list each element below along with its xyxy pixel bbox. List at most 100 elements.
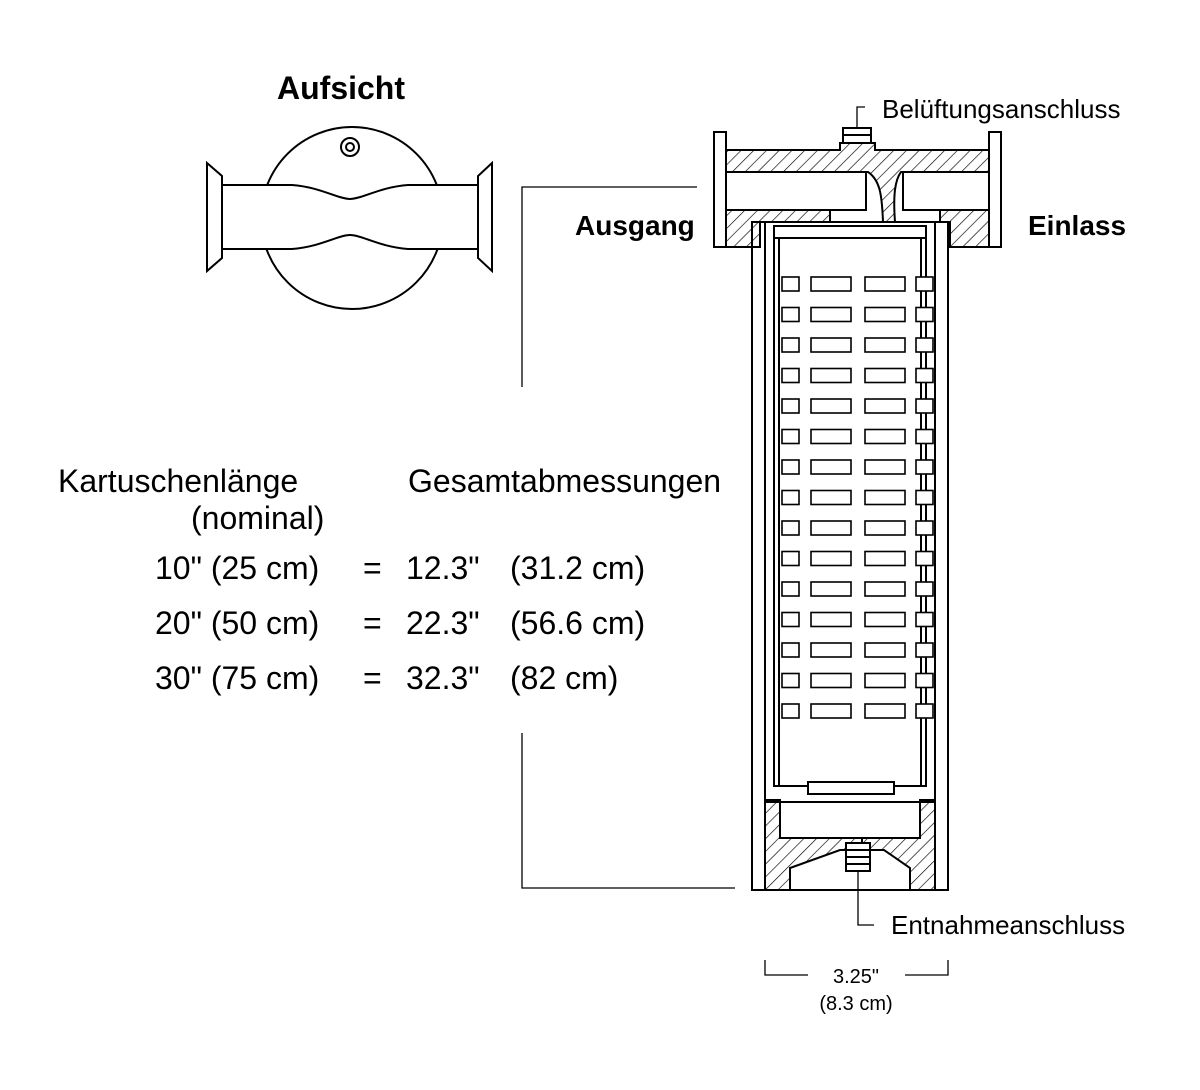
cartridge-slot: [810, 520, 852, 536]
cartridge-slot: [915, 489, 934, 506]
cartridge-slot: [864, 550, 906, 567]
housing-head: [713, 127, 1002, 248]
cartridge-slot: [864, 398, 906, 414]
cartridge-slot: [810, 642, 852, 658]
cartridge-length-header: Kartuschenlänge: [58, 463, 299, 499]
outlet-bore: [725, 171, 867, 211]
cartridge-slot: [810, 306, 852, 323]
cartridge-slot: [810, 276, 852, 292]
width-cm: (8.3 cm): [819, 993, 893, 1015]
cartridge-slot: [810, 581, 852, 597]
cartridge-slot: [915, 306, 934, 323]
row-1-overall-in: 12.3": [406, 550, 480, 586]
cartridge-slot: [810, 672, 852, 689]
cartridge-slot: [864, 367, 906, 384]
row-2-nominal: 20" (50 cm): [155, 605, 320, 641]
outlet-flange: [713, 131, 727, 248]
housing-body: [751, 221, 949, 891]
cartridge-slot: [810, 459, 852, 475]
row-2-overall-in: 22.3": [406, 605, 480, 641]
cartridge-slot: [864, 581, 906, 597]
vent-port-label: Belüftungsanschluss: [882, 94, 1121, 124]
cartridge-slot: [781, 611, 800, 628]
outlet-label: Ausgang: [575, 210, 695, 241]
bowl-right: [861, 799, 936, 891]
head-top-body: [725, 142, 990, 223]
cartridge-slot: [864, 428, 906, 445]
cartridge-slot: [915, 337, 934, 353]
row-3-overall-in: 32.3": [406, 660, 480, 696]
row-1-equals: =: [363, 550, 382, 586]
cartridge-slot: [781, 489, 800, 506]
cartridge-slot: [781, 703, 800, 719]
cartridge-slot: [781, 520, 800, 536]
cartridge-slot: [781, 581, 800, 597]
cartridge-slot: [915, 459, 934, 475]
cartridge-slot: [915, 428, 934, 445]
row-3-equals: =: [363, 660, 382, 696]
cartridge-slot: [915, 550, 934, 567]
row-2-overall-cm: (56.6 cm): [510, 605, 646, 641]
cartridge-slot: [810, 489, 852, 506]
cartridge-slot: [864, 672, 906, 689]
cartridge-slot: [781, 337, 800, 353]
cartridge-slot: [781, 428, 800, 445]
cartridge-length-subheader: (nominal): [191, 500, 325, 536]
cartridge-slot: [864, 703, 906, 719]
top-view-vent-hole-inner: [345, 142, 355, 152]
cartridge-slot: [810, 550, 852, 567]
cartridge-slot: [864, 489, 906, 506]
cartridge-slot: [810, 398, 852, 414]
cartridge-slot: [864, 459, 906, 475]
cartridge-slot: [915, 672, 934, 689]
cartridge-slot: [781, 672, 800, 689]
cartridge-slot: [810, 428, 852, 445]
cartridge-slot: [810, 703, 852, 719]
cartridge-slot: [781, 367, 800, 384]
inlet-flange: [988, 131, 1002, 248]
cartridge-slot: [864, 276, 906, 292]
top-view-right-flange: [477, 160, 493, 274]
cartridge-slot: [810, 337, 852, 353]
cartridge-slot: [864, 642, 906, 658]
cartridge-slot: [864, 520, 906, 536]
cartridge-bottom-cap: [807, 781, 895, 795]
cartridge-slot: [781, 276, 800, 292]
cartridge-slot: [915, 581, 934, 597]
width-inches: 3.25": [832, 966, 880, 988]
cartridge-slot: [915, 520, 934, 536]
row-3-nominal: 30" (75 cm): [155, 660, 320, 696]
housing-bottom: [764, 799, 936, 891]
drain-port-label: Entnahmeanschluss: [891, 910, 1126, 940]
cartridge-slots: [781, 276, 934, 719]
cartridge-slot: [781, 642, 800, 658]
top-view-pipe: [221, 184, 479, 250]
cartridge-slot: [781, 550, 800, 567]
cartridge-slot: [864, 306, 906, 323]
row-1-nominal: 10" (25 cm): [155, 550, 320, 586]
housing-inner-wall: [764, 221, 936, 803]
cartridge-slot: [915, 642, 934, 658]
height-leader-lines: [521, 106, 949, 976]
cartridge-slot: [915, 398, 934, 414]
cartridge-slot: [915, 611, 934, 628]
top-view-diagram: [206, 126, 493, 310]
cartridge-slot: [915, 276, 934, 292]
overall-dimensions-header: Gesamtabmessungen: [408, 463, 722, 499]
row-1-overall-cm: (31.2 cm): [510, 550, 646, 586]
cartridge-slot: [915, 703, 934, 719]
cartridge-slot: [781, 398, 800, 414]
row-2-equals: =: [363, 605, 382, 641]
cartridge-slot: [864, 611, 906, 628]
inlet-bore: [902, 171, 990, 211]
row-3-overall-cm: (82 cm): [510, 660, 619, 696]
inlet-label: Einlass: [1028, 210, 1127, 241]
cartridge-slot: [915, 367, 934, 384]
cartridge-slot: [810, 611, 852, 628]
cartridge-top-cap: [773, 225, 927, 239]
cartridge-slot: [864, 337, 906, 353]
top-view-vent-hole-outer: [340, 137, 360, 157]
cartridge-slot: [810, 367, 852, 384]
top-view-title: Aufsicht: [277, 70, 405, 106]
